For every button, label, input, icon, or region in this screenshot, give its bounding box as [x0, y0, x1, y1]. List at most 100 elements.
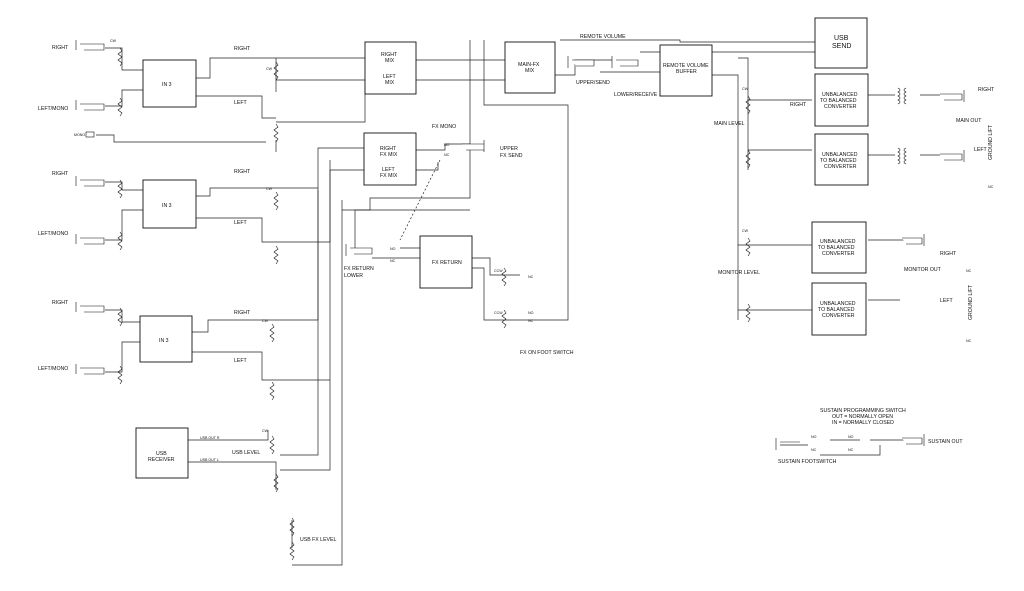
- main-mix-label-1: RIGHT: [381, 52, 398, 58]
- main-fx-label-1: MAIN-FX: [518, 62, 540, 68]
- usb-receiver-label-2: RECEIVER: [148, 457, 175, 463]
- fx-return-label: FX RETURN: [432, 260, 462, 266]
- svg-text:UNBALANCED: UNBALANCED: [822, 92, 858, 98]
- main-out-label: MAIN OUT: [956, 118, 982, 124]
- upper-send-jack: [567, 56, 595, 68]
- nc-label: NC: [390, 259, 396, 263]
- svg-text:CONVERTER: CONVERTER: [824, 164, 857, 170]
- converter-monitor-left: UNBALANCED TO BALANCED CONVERTER: [811, 282, 867, 336]
- usb-out-r-label: USB OUT R: [200, 436, 220, 440]
- cw-label: CW: [742, 87, 749, 91]
- cw-label: CW: [742, 229, 749, 233]
- sustain-title-1: SUSTAIN PROGRAMMING SWITCH: [820, 408, 906, 414]
- upper-fx-send-jack: [462, 140, 485, 152]
- svg-text:UNBALANCED: UNBALANCED: [822, 152, 858, 158]
- sustain-title-2: OUT = NORMALLY OPEN: [832, 414, 893, 420]
- transformers: [897, 87, 907, 165]
- wiring: [96, 39, 940, 566]
- monitor-right-label: RIGHT: [940, 251, 957, 257]
- svg-text:UNBALANCED: UNBALANCED: [820, 301, 856, 307]
- ch3-in-left-label: LEFT/MONO: [38, 366, 68, 372]
- no-label: NO: [528, 311, 534, 315]
- buffer-label-1: REMOTE VOLUME: [663, 63, 709, 69]
- converter-monitor-right: UNBALANCED TO BALANCED CONVERTER: [811, 221, 867, 274]
- sustain-no-label-2: NO: [848, 435, 854, 439]
- fx-return-lower-jack: [345, 244, 373, 256]
- fx-mix-label-3: LEFT: [382, 167, 396, 173]
- ch1-in-left-label: LEFT/MONO: [38, 106, 68, 112]
- ch2-in-left-label: LEFT/MONO: [38, 231, 68, 237]
- usb-receiver-block: [135, 427, 189, 479]
- main-out-right-label: RIGHT: [978, 87, 995, 93]
- channel-2-block: [142, 179, 197, 229]
- ch1-left-jack: [75, 100, 105, 111]
- ground-lift-main-label: GROUND LIFT: [988, 124, 994, 160]
- svg-text:TO BALANCED: TO BALANCED: [818, 307, 855, 313]
- sustain-out-label: SUSTAIN OUT: [928, 439, 963, 445]
- fx-mix-label-4: FX MIX: [380, 173, 398, 179]
- main-out-left-jack: [940, 150, 965, 162]
- channel-3-block: [139, 315, 193, 363]
- fx-mono-label: FX MONO: [432, 124, 456, 130]
- fx-return-block: [419, 235, 473, 289]
- nc-label: NC: [528, 275, 534, 279]
- sustain-footswitch-jack: [775, 438, 800, 450]
- channel-2-block-label: IN 3: [162, 203, 172, 209]
- sustain-nc-label-2: NC: [848, 448, 854, 452]
- cw-label: CW: [110, 39, 117, 43]
- svg-text:CONVERTER: CONVERTER: [822, 313, 855, 319]
- labels: RIGHT LEFT/MONO RIGHT LEFT MONO RIGHT LE…: [38, 34, 995, 543]
- lower-receive-label: LOWER/RECEIVE: [614, 92, 658, 98]
- usb-send-label-1: USB: [834, 35, 849, 42]
- main-level-label: MAIN LEVEL: [714, 121, 745, 127]
- ch2-out-left-label: LEFT: [234, 220, 248, 226]
- no-label: NO: [444, 143, 450, 147]
- svg-text:TO BALANCED: TO BALANCED: [818, 245, 855, 251]
- monitor-out-right-jack: [902, 234, 925, 246]
- upper-fx-send-label-2: FX SEND: [500, 153, 523, 159]
- monitor-level-label: MONITOR LEVEL: [718, 270, 760, 276]
- main-mix-block: [364, 41, 417, 95]
- fx-mix-label-2: FX MIX: [380, 152, 398, 158]
- channel-1-block: [142, 59, 197, 108]
- converter-main-right: UNBALANCED TO BALANCED CONVERTER: [814, 73, 869, 127]
- ch3-out-left-label: LEFT: [234, 358, 248, 364]
- main-out-right-jack: [940, 90, 965, 102]
- channel-1-block-label: IN 3: [162, 82, 172, 88]
- usb-out-l-label: USB OUT L: [200, 458, 219, 462]
- blocks: IN 3 IN 3 IN 3 RIGHT MIX LEFT MIX RIGHT …: [135, 17, 869, 479]
- nc-label: NC: [966, 339, 972, 343]
- mono-jack: [85, 131, 95, 138]
- ccw-label: CCW: [494, 311, 503, 315]
- ch2-right-jack: [75, 176, 105, 187]
- ch1-right-jack: [75, 40, 105, 51]
- svg-text:TO BALANCED: TO BALANCED: [820, 98, 857, 104]
- ch3-left-jack: [75, 364, 105, 375]
- main-right-label: RIGHT: [790, 102, 807, 108]
- buffer-label-2: BUFFER: [676, 69, 697, 75]
- main-mix-label-4: MIX: [385, 80, 395, 86]
- potentiometers: [117, 47, 751, 561]
- main-mix-label-2: MIX: [385, 58, 395, 64]
- sustain-footswitch-label: SUSTAIN FOOTSWITCH: [778, 459, 837, 465]
- usb-receiver-label-1: USB: [156, 451, 167, 457]
- usb-send-block: [814, 17, 868, 69]
- svg-text:UNBALANCED: UNBALANCED: [820, 239, 856, 245]
- fx-return-lower-label-1: FX RETURN: [344, 266, 374, 272]
- usb-fx-level-label: USB FX LEVEL: [300, 537, 336, 543]
- sustain-title-3: IN = NORMALLY CLOSED: [832, 420, 894, 426]
- lower-receive-jack: [611, 56, 639, 68]
- ch1-in-right-label: RIGHT: [52, 45, 69, 51]
- sustain-nc-label: NC: [811, 448, 817, 452]
- monitor-out-label: MONITOR OUT: [904, 267, 942, 273]
- ch2-out-right-label: RIGHT: [234, 169, 251, 175]
- nc-label: NC: [966, 269, 972, 273]
- nc-label: NC: [528, 319, 534, 323]
- cw-label: CW: [262, 429, 269, 433]
- main-fx-mix-block: [504, 41, 556, 94]
- jacks: [75, 40, 965, 450]
- fx-mix-block: [363, 132, 417, 186]
- sustain-no-label: NO: [811, 435, 817, 439]
- nc-label: NC: [988, 185, 994, 189]
